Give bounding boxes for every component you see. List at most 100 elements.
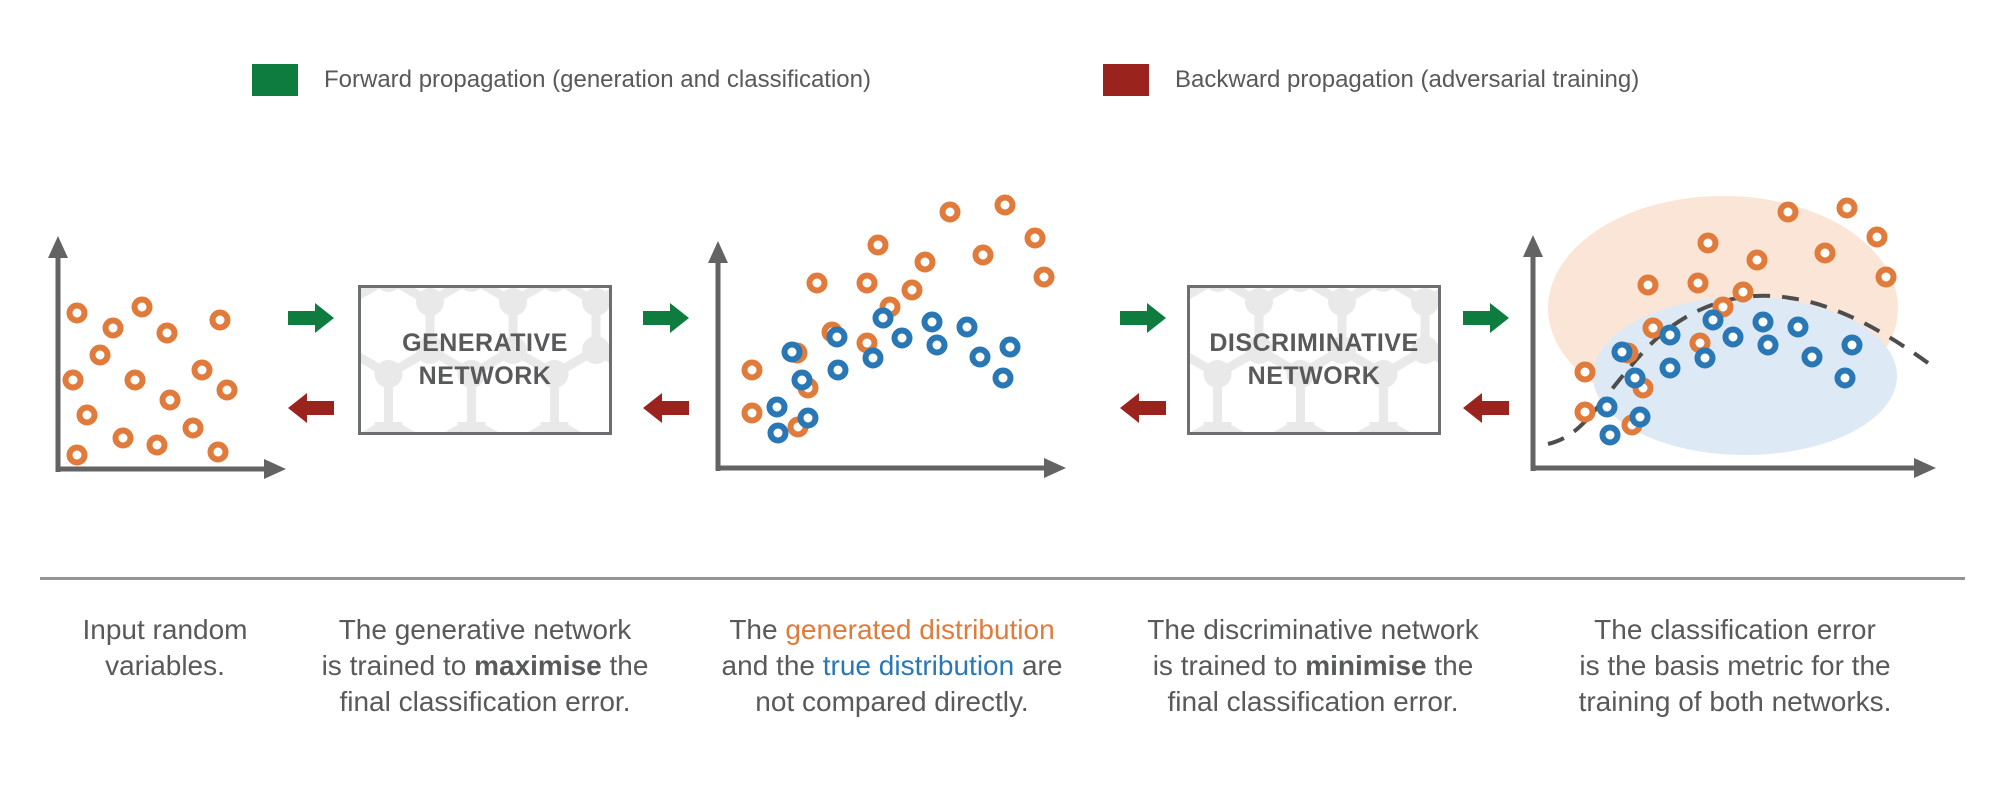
scatter-dot — [156, 322, 178, 344]
true-points — [766, 307, 1021, 444]
caption-line: is trained to minimise the — [1083, 648, 1543, 684]
scatter-dot — [1596, 396, 1618, 418]
scatter-dot — [1787, 316, 1809, 338]
scatter-dot — [209, 309, 231, 331]
caption-text: The — [729, 614, 786, 645]
scatter-dot — [891, 327, 913, 349]
discriminative-network-label: DISCRIMINATIVE NETWORK — [1190, 288, 1438, 432]
caption-text: maximise — [474, 650, 602, 681]
scatter-dot — [827, 359, 849, 381]
divider — [40, 577, 1965, 580]
scatter-dot — [1712, 296, 1734, 318]
scatter-dot — [1697, 232, 1719, 254]
caption-line: The discriminative network — [1083, 612, 1543, 648]
scatter-dot — [66, 444, 88, 466]
x-axis-arrow-icon — [1044, 458, 1066, 478]
caption-text: are — [1014, 650, 1063, 681]
legend-label: Forward propagation (generation and clas… — [324, 66, 871, 93]
scatter-dot — [1752, 311, 1774, 333]
scatter-dot — [939, 201, 961, 223]
caption-line: The classification error — [1505, 612, 1965, 648]
caption-text: variables. — [105, 650, 225, 681]
box-label-line: DISCRIMINATIVE — [1209, 329, 1419, 357]
scatter-dot — [1746, 249, 1768, 271]
caption-text: minimise — [1305, 650, 1427, 681]
scatter-dot — [1702, 309, 1724, 331]
scatter-dot — [999, 336, 1021, 358]
caption-line: training of both networks. — [1505, 684, 1965, 720]
legend-label: Backward propagation (adversarial traini… — [1175, 66, 1640, 93]
scatter-dot — [1777, 201, 1799, 223]
axes — [1523, 235, 1936, 478]
forward-arrow-icon — [1120, 303, 1166, 333]
x-axis-arrow-icon — [1914, 458, 1936, 478]
scatter-dot — [182, 417, 204, 439]
caption-line: and the true distribution are — [662, 648, 1122, 684]
box-label-line: GENERATIVE — [402, 329, 568, 357]
true-points — [1596, 309, 1863, 446]
scatter-dot — [791, 369, 813, 391]
scatter-dot — [741, 402, 763, 424]
scatter-dot — [124, 369, 146, 391]
caption-text: is the basis metric for the — [1579, 650, 1891, 681]
caption-text: and the — [721, 650, 823, 681]
y-axis-arrow-icon — [708, 241, 728, 263]
caption-text: training of both networks. — [1578, 686, 1892, 717]
scatter-dot — [216, 379, 238, 401]
scatter-dot — [972, 244, 994, 266]
legend-item-forward: Forward propagation (generation and clas… — [252, 64, 871, 96]
x-axis-arrow-icon — [264, 459, 286, 479]
discriminative-network-box: DISCRIMINATIVE NETWORK — [1187, 285, 1441, 435]
generative-network-box: GENERATIVE NETWORK — [358, 285, 612, 435]
caption-text: The discriminative network — [1147, 614, 1479, 645]
caption-line: is trained to maximise the — [255, 648, 715, 684]
scatter-dot — [1024, 227, 1046, 249]
axes — [708, 241, 1066, 478]
scatter-dot — [1574, 401, 1596, 423]
scatter-dot — [1629, 406, 1651, 428]
scatter-dot — [1642, 317, 1664, 339]
caption-classification: The classification error is the basis met… — [1505, 612, 1965, 720]
scatter-dot — [76, 404, 98, 426]
scatter-dot — [741, 359, 763, 381]
scatter-dot — [826, 326, 848, 348]
caption-text: is trained to — [1152, 650, 1306, 681]
scatter-dot — [1659, 357, 1681, 379]
generative-network-label: GENERATIVE NETWORK — [361, 288, 609, 432]
network-mesh-pattern — [1190, 288, 1438, 432]
caption-line: is the basis metric for the — [1505, 648, 1965, 684]
scatter-dot — [1841, 334, 1863, 356]
scatter-dot — [969, 346, 991, 368]
caption-line: final classification error. — [1083, 684, 1543, 720]
scatter-dot — [797, 407, 819, 429]
scatter-dot — [901, 279, 923, 301]
caption-text: The classification error — [1594, 614, 1876, 645]
scatter-dot — [102, 317, 124, 339]
caption-text: final classification error. — [1167, 686, 1459, 717]
scatter-dot — [1836, 197, 1858, 219]
scatter-dot — [1574, 361, 1596, 383]
scatter-dot — [872, 307, 894, 329]
scatter-dot — [146, 434, 168, 456]
scatter-dot — [66, 302, 88, 324]
backward-arrow-icon — [288, 393, 334, 423]
scatter-dot — [992, 367, 1014, 389]
caption-text: final classification error. — [339, 686, 631, 717]
scatter-dot — [1801, 346, 1823, 368]
scatter-dot — [62, 369, 84, 391]
caption-text: The generative network — [338, 614, 632, 645]
forward-arrow-icon — [288, 303, 334, 333]
scatter-dot — [131, 296, 153, 318]
scatter-dot — [1687, 272, 1709, 294]
scatter-dot — [1732, 281, 1754, 303]
network-mesh-pattern — [361, 288, 609, 432]
caption-text: not compared directly. — [755, 686, 1029, 717]
backward-arrow-icon — [1120, 393, 1166, 423]
scatter-dot — [1814, 242, 1836, 264]
scatter-dot — [112, 427, 134, 449]
